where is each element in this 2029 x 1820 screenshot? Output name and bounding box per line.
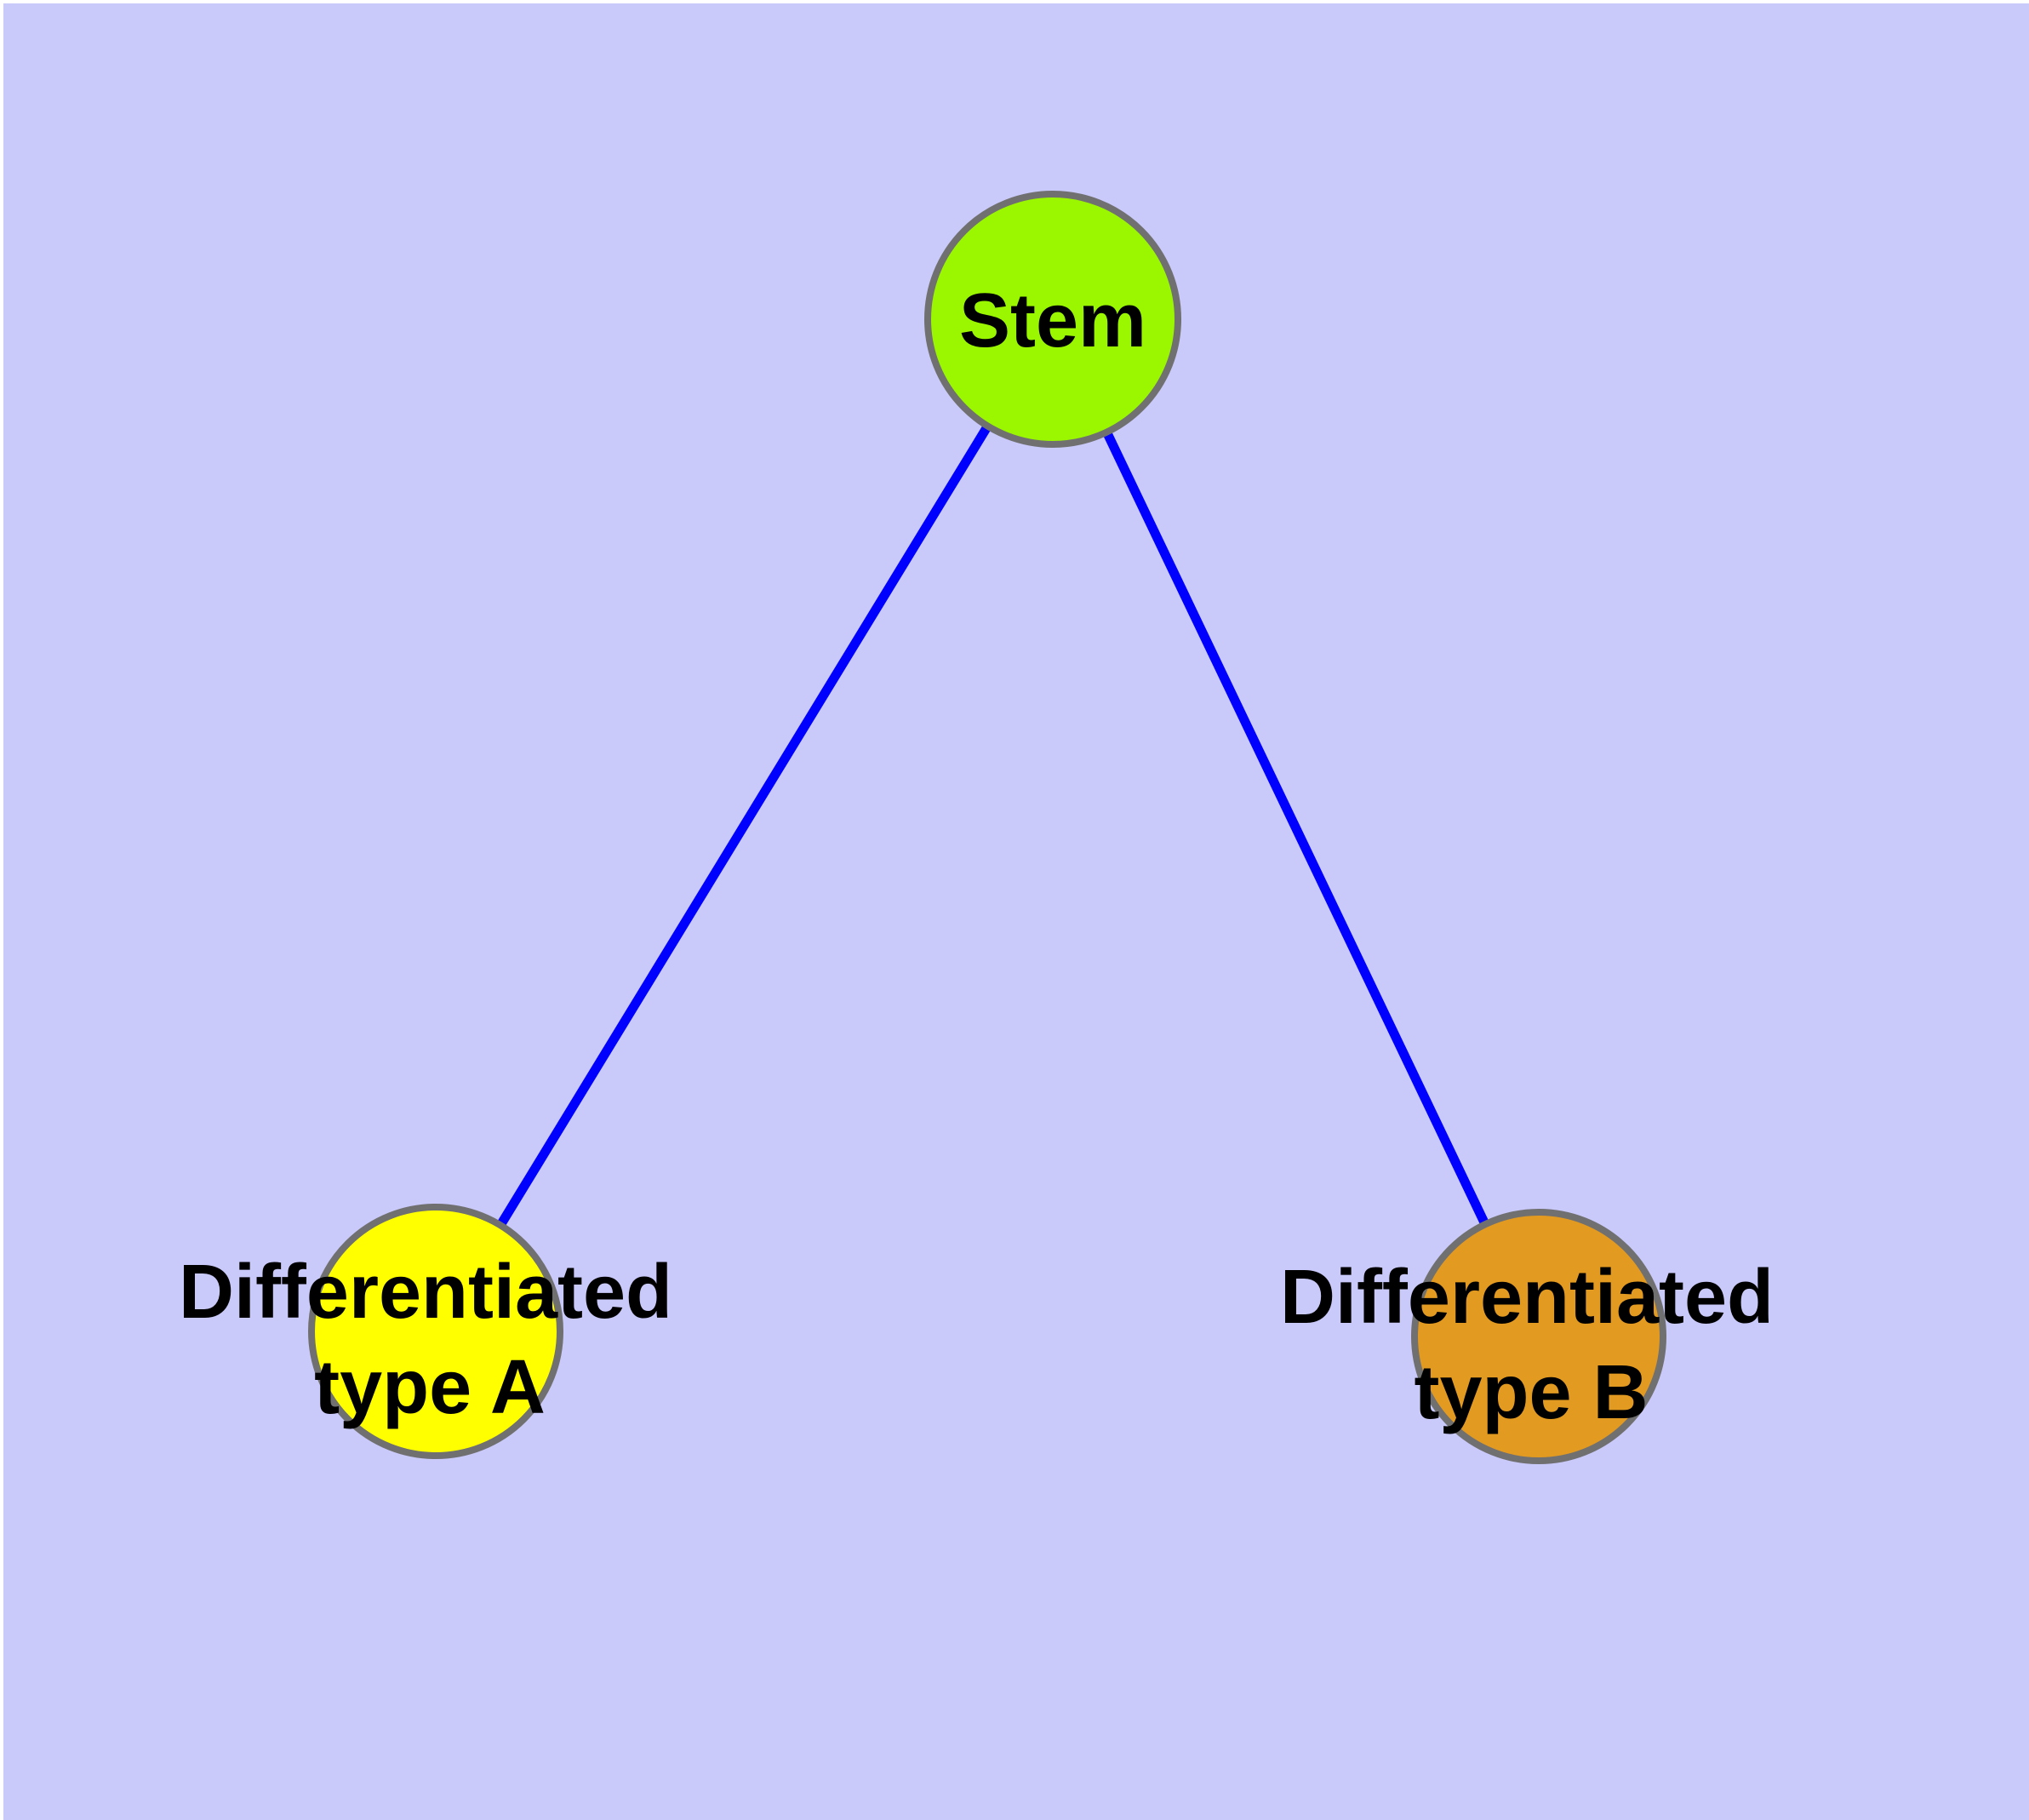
node-type-b-circle [1411,1209,1666,1464]
edge-group [432,317,1543,1339]
node-type-b-label-line1: Differentiated [1280,1255,1774,1340]
node-stem-circle [924,191,1181,448]
edge-stem-to-type-a [432,317,1057,1334]
edge-stem-to-type-b [1049,317,1543,1339]
node-stem: Stem [924,191,1181,448]
node-type-a-label-line1: Differentiated [179,1250,672,1335]
node-type-a-circle [308,1204,563,1459]
node-differentiated-type-b: Differentiated type B [1280,1209,1774,1464]
node-stem-label: Stem [959,278,1146,363]
node-differentiated-type-a: Differentiated type A [179,1204,672,1459]
node-type-a-label-line2: type A [314,1345,546,1430]
node-type-b-label-line2: type B [1414,1350,1648,1435]
